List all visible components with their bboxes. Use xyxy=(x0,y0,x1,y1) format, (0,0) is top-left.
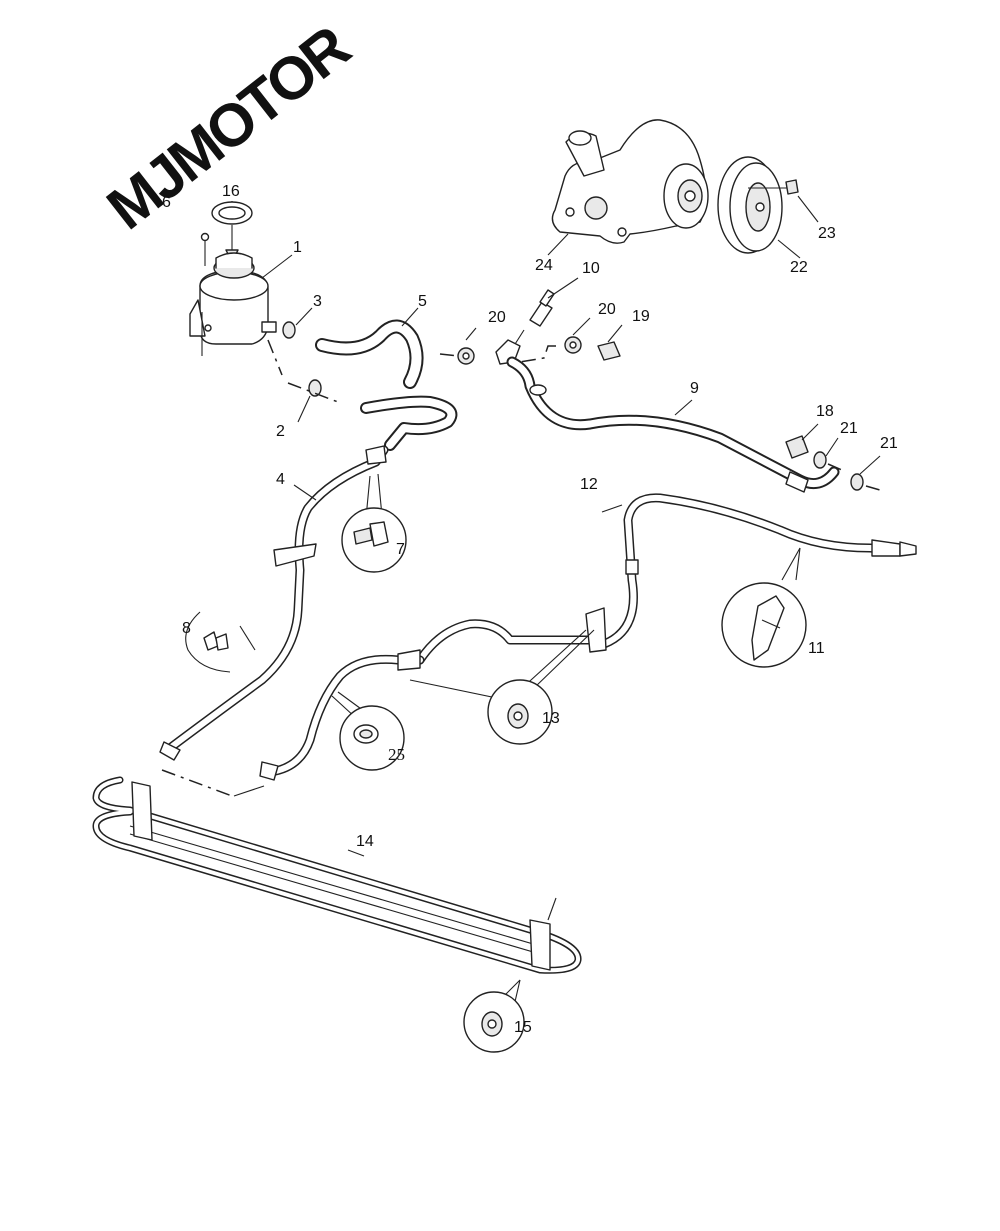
sealing-washer-20-left xyxy=(457,327,477,365)
callout-9: 9 xyxy=(690,380,699,397)
detail-clip-8 xyxy=(185,611,256,673)
union-bolt-19 xyxy=(597,324,623,361)
reservoir-assembly xyxy=(189,201,277,356)
return-hose-upper xyxy=(360,395,458,451)
detail-nut-13 xyxy=(409,629,595,745)
callout-5: 5 xyxy=(418,293,427,310)
callout-12: 12 xyxy=(580,476,598,493)
callout-14: 14 xyxy=(356,833,374,850)
pump-pulley xyxy=(717,156,801,259)
hose-clamp-3 xyxy=(282,321,296,339)
callout-13: 13 xyxy=(542,710,560,727)
callout-22: 22 xyxy=(790,259,808,276)
callout-20-right: 20 xyxy=(598,301,616,318)
return-pipe-4 xyxy=(159,445,389,761)
callout-25: 25 xyxy=(388,745,405,764)
callout-20-left: 20 xyxy=(488,309,506,326)
callout-4: 4 xyxy=(276,471,285,488)
callout-21-right: 21 xyxy=(880,435,898,452)
suction-hose-5 xyxy=(315,319,424,389)
callout-2: 2 xyxy=(276,423,285,440)
pulley-bolt xyxy=(748,179,819,223)
detail-bracket-11 xyxy=(721,547,807,668)
hose-clamp-2 xyxy=(308,379,322,397)
detail-nut-15 xyxy=(463,979,525,1053)
callout-21-left: 21 xyxy=(840,420,858,437)
oil-cooler-14 xyxy=(92,769,582,974)
return-pipe-lower xyxy=(259,649,425,781)
callout-19: 19 xyxy=(632,308,650,325)
callout-1: 1 xyxy=(293,239,302,256)
callout-7: 7 xyxy=(396,541,405,558)
callout-16: 16 xyxy=(222,183,240,200)
pressure-pipe-12 xyxy=(415,493,917,665)
detail-clamp-25 xyxy=(331,691,405,771)
detail-bolt-7 xyxy=(341,473,407,573)
pressure-hose-9 xyxy=(495,339,840,493)
pressure-switch xyxy=(509,277,579,353)
callout-6: 6 xyxy=(162,194,171,211)
callout-10: 10 xyxy=(582,260,600,277)
sealing-washer-20-right xyxy=(564,317,591,354)
sealing-washer-21-left xyxy=(813,437,839,469)
callout-15: 15 xyxy=(514,1019,532,1036)
callout-11: 11 xyxy=(808,640,825,657)
callout-24: 24 xyxy=(535,257,553,274)
union-bolt-18 xyxy=(785,423,819,459)
callout-18: 18 xyxy=(816,403,834,420)
sealing-washer-21-right xyxy=(850,455,881,491)
power-steering-pump xyxy=(547,119,709,256)
callout-3: 3 xyxy=(313,293,322,310)
callout-8: 8 xyxy=(182,620,191,637)
callout-23: 23 xyxy=(818,225,836,242)
